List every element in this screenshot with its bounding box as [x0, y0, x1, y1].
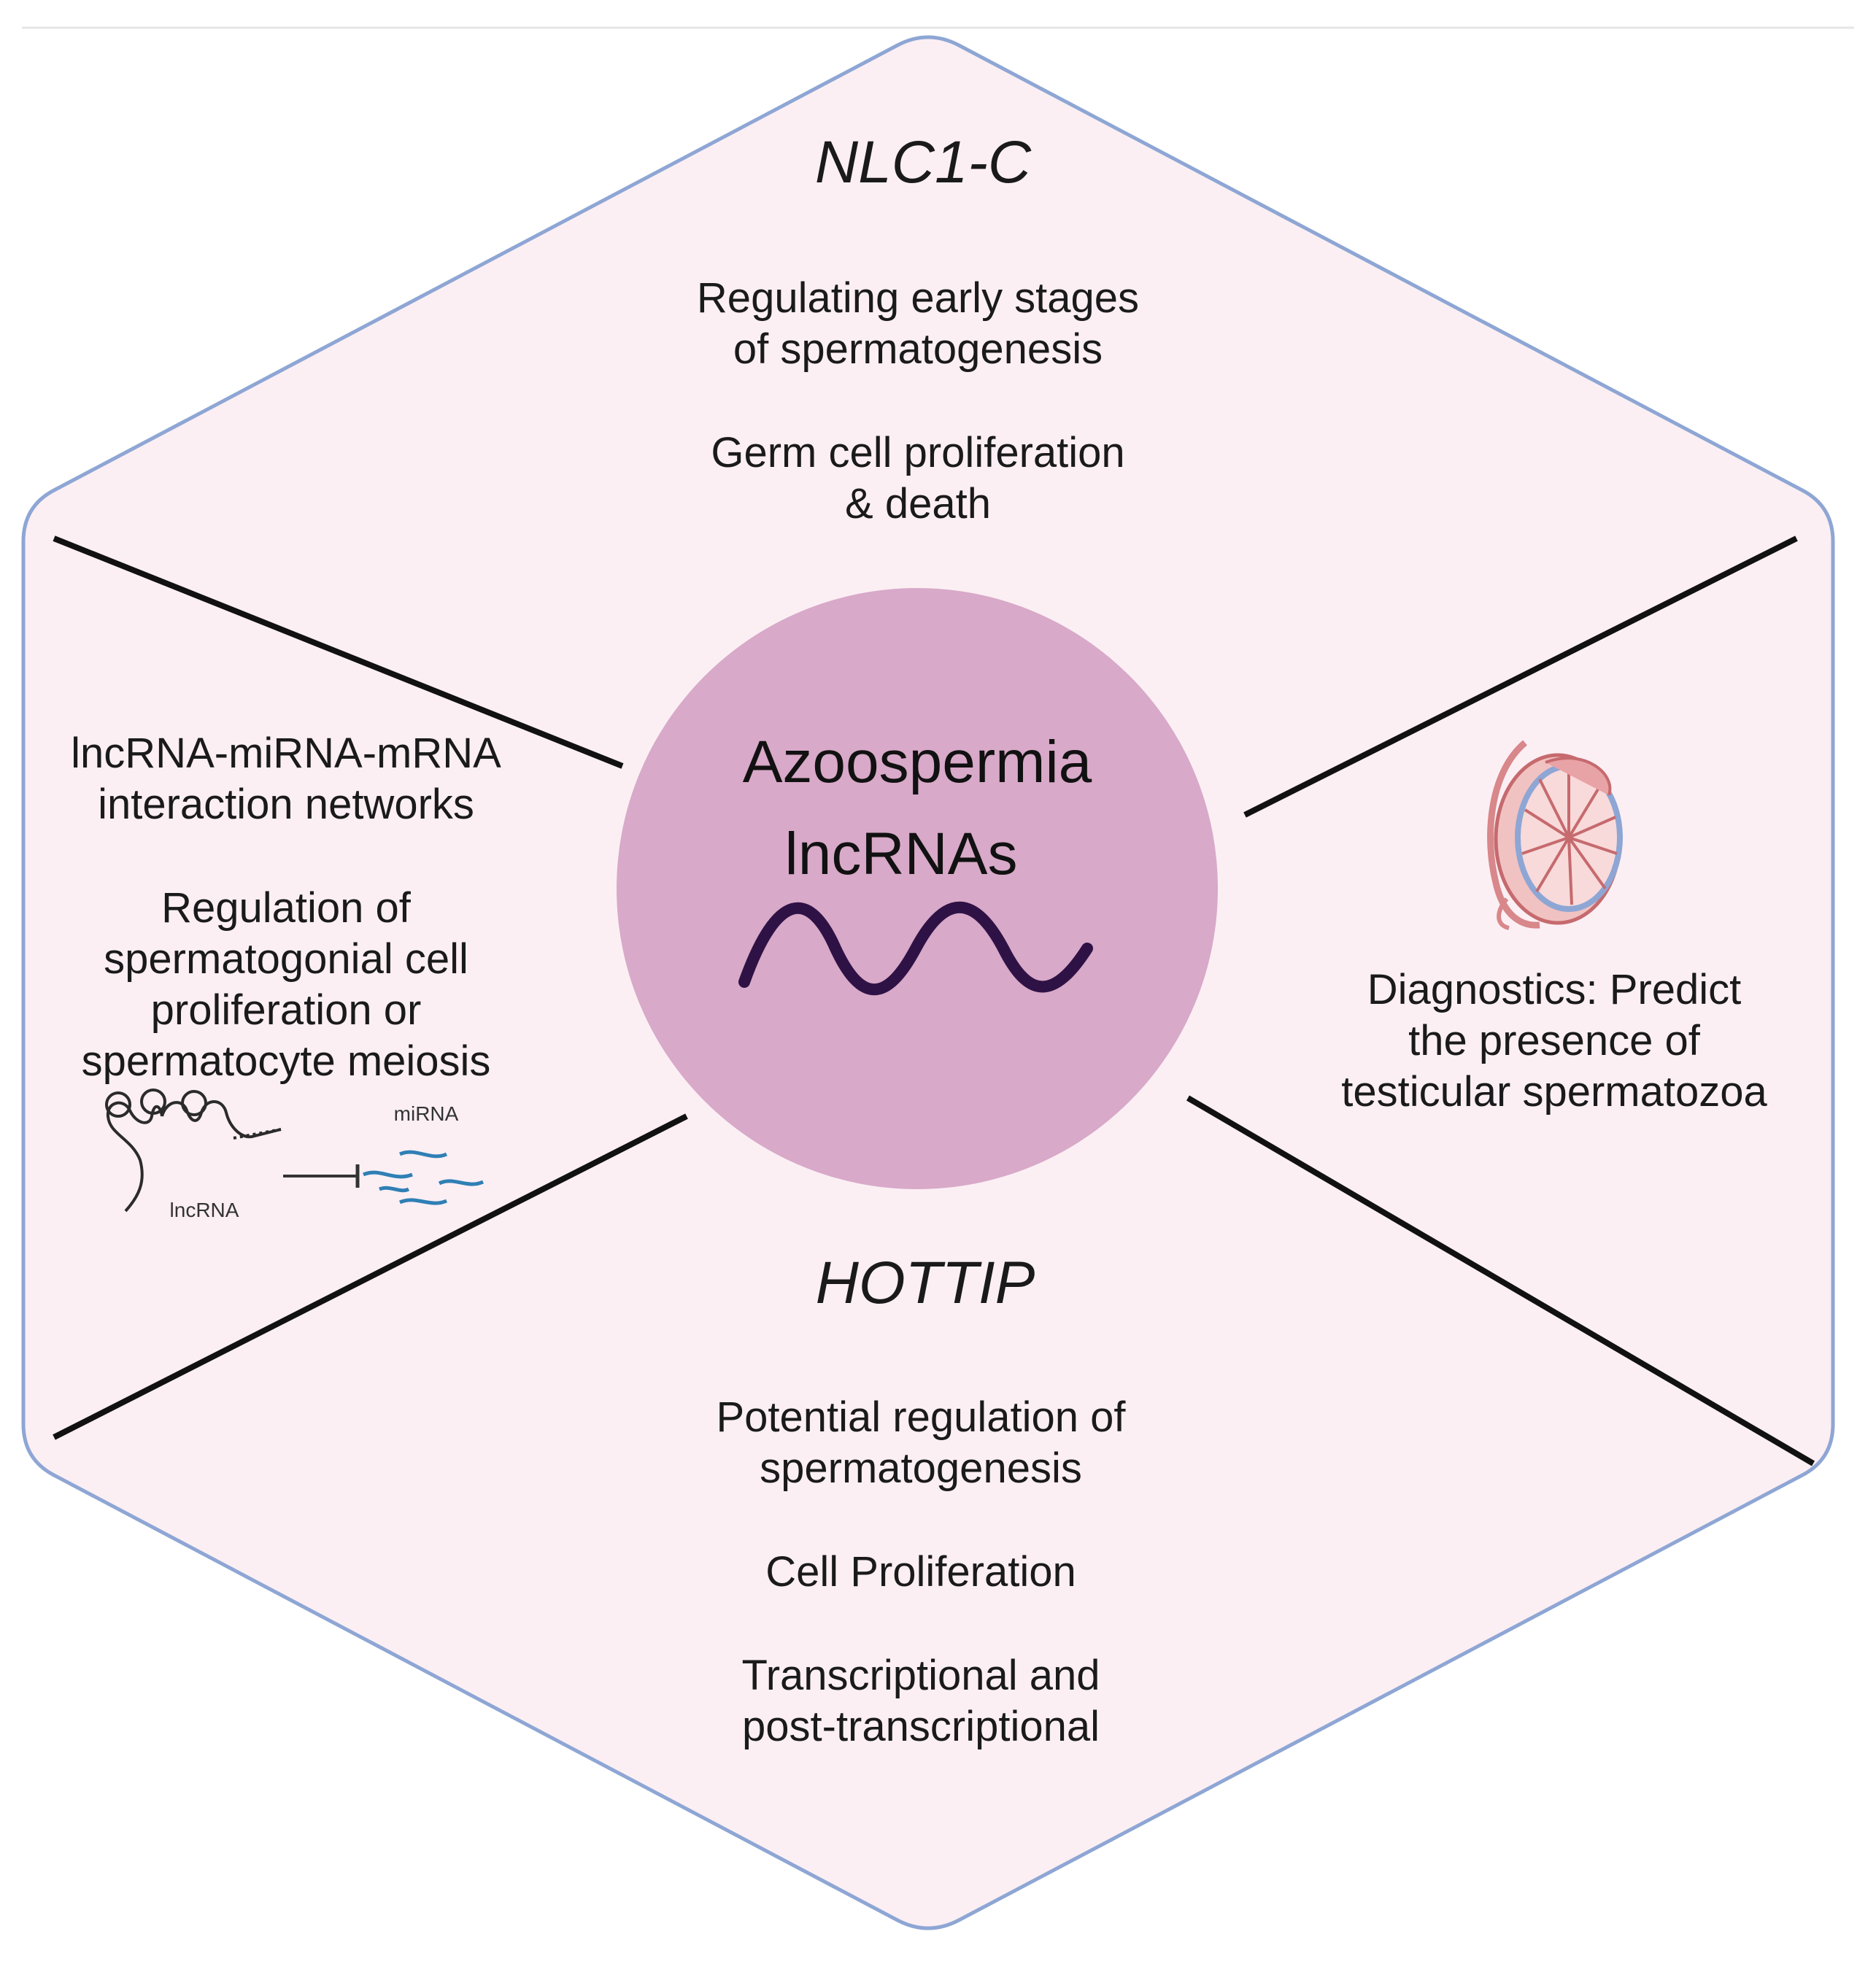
- left-line-1: lncRNA-miRNA-mRNA: [71, 730, 501, 777]
- testis-icon: [1487, 740, 1623, 930]
- lncrna-hairpin-icon: [105, 1089, 282, 1213]
- top-line-1: Regulating early stages: [697, 274, 1139, 322]
- left-line-6: spermatocyte meiosis: [82, 1037, 491, 1085]
- rna-wave-icon: [738, 902, 1093, 996]
- center-line-2: lncRNAs: [785, 821, 1018, 887]
- center-circle: [617, 588, 1218, 1189]
- left-line-5: proliferation or: [151, 986, 422, 1034]
- left-line-4: spermatogonial cell: [104, 935, 468, 983]
- top-line-4: & death: [845, 480, 991, 527]
- bottom-title: HOTTIP: [816, 1250, 1035, 1316]
- divider-upper-right: [1243, 535, 1798, 818]
- divider-upper-left: [53, 535, 624, 769]
- left-line-3: Regulation of: [161, 884, 412, 932]
- mirna-small-label: miRNA: [394, 1102, 459, 1125]
- lncrna-small-label: lncRNA: [170, 1199, 239, 1221]
- right-line-2: the presence of: [1408, 1017, 1701, 1064]
- divider-lower-right: [1186, 1095, 1815, 1466]
- bottom-line-4: Transcriptional and: [741, 1652, 1100, 1699]
- left-line-2: interaction networks: [98, 781, 474, 828]
- right-line-1: Diagnostics: Predict: [1367, 966, 1742, 1013]
- top-line-2: of spermatogenesis: [733, 325, 1103, 373]
- bottom-line-5: post-transcriptional: [742, 1703, 1100, 1750]
- bottom-line-2: spermatogenesis: [760, 1445, 1082, 1492]
- lncrna-mirna-inhibition-icon: lncRNA miRNA: [105, 1089, 485, 1221]
- bottom-line-1: Potential regulation of: [716, 1393, 1126, 1441]
- top-line-3: Germ cell proliferation: [711, 429, 1124, 476]
- right-line-3: testicular spermatozoa: [1341, 1068, 1767, 1115]
- top-title: NLC1-C: [815, 129, 1032, 196]
- divider-lower-left: [53, 1113, 688, 1440]
- bottom-line-3: Cell Proliferation: [765, 1548, 1076, 1596]
- mirna-strands-icon: [362, 1150, 485, 1205]
- center-line-1: Azoospermia: [743, 729, 1092, 795]
